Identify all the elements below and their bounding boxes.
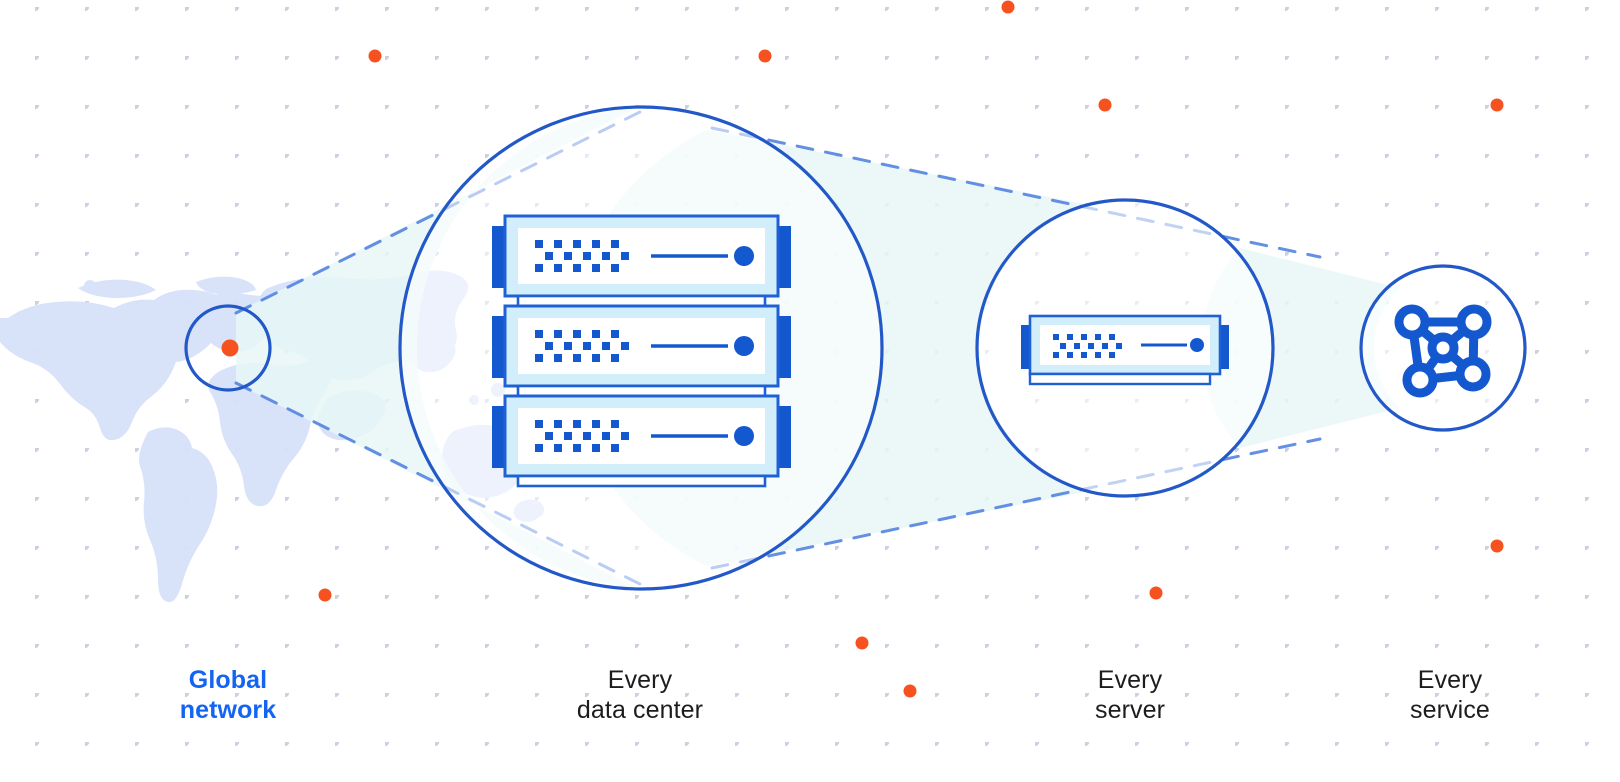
accent-dot (1149, 586, 1163, 600)
stage-label-global-network: Global network (179, 666, 277, 724)
single-server-icon (1021, 314, 1229, 386)
accent-dot (855, 636, 869, 650)
accent-dot (368, 49, 382, 63)
stage-label-server: Every server (1094, 666, 1166, 724)
cone-datacenter-to-server-dash-bottom (710, 437, 1322, 570)
stage-label-service: Every service (1410, 666, 1490, 724)
accent-dot (1098, 98, 1112, 112)
rack-unit-1 (492, 214, 791, 298)
stage-label-data-center: Every data center (576, 666, 704, 724)
accent-dot (1490, 539, 1504, 553)
circle-global-network (184, 304, 272, 392)
accent-dot (758, 49, 772, 63)
accent-dot (318, 588, 332, 602)
global-network-marker-dot (221, 339, 239, 357)
server-rack-icon (492, 214, 791, 488)
rack-unit-3 (492, 394, 791, 478)
accent-dot (1001, 0, 1015, 14)
accent-dot-group (318, 0, 1504, 698)
cone-network-to-datacenter (236, 108, 636, 588)
rack-unit-2 (492, 304, 791, 388)
network-mesh-nodes (1394, 304, 1492, 398)
accent-dot (903, 684, 917, 698)
accent-dot (1490, 98, 1504, 112)
cone-datacenter-to-server-dash-top (710, 126, 1322, 259)
